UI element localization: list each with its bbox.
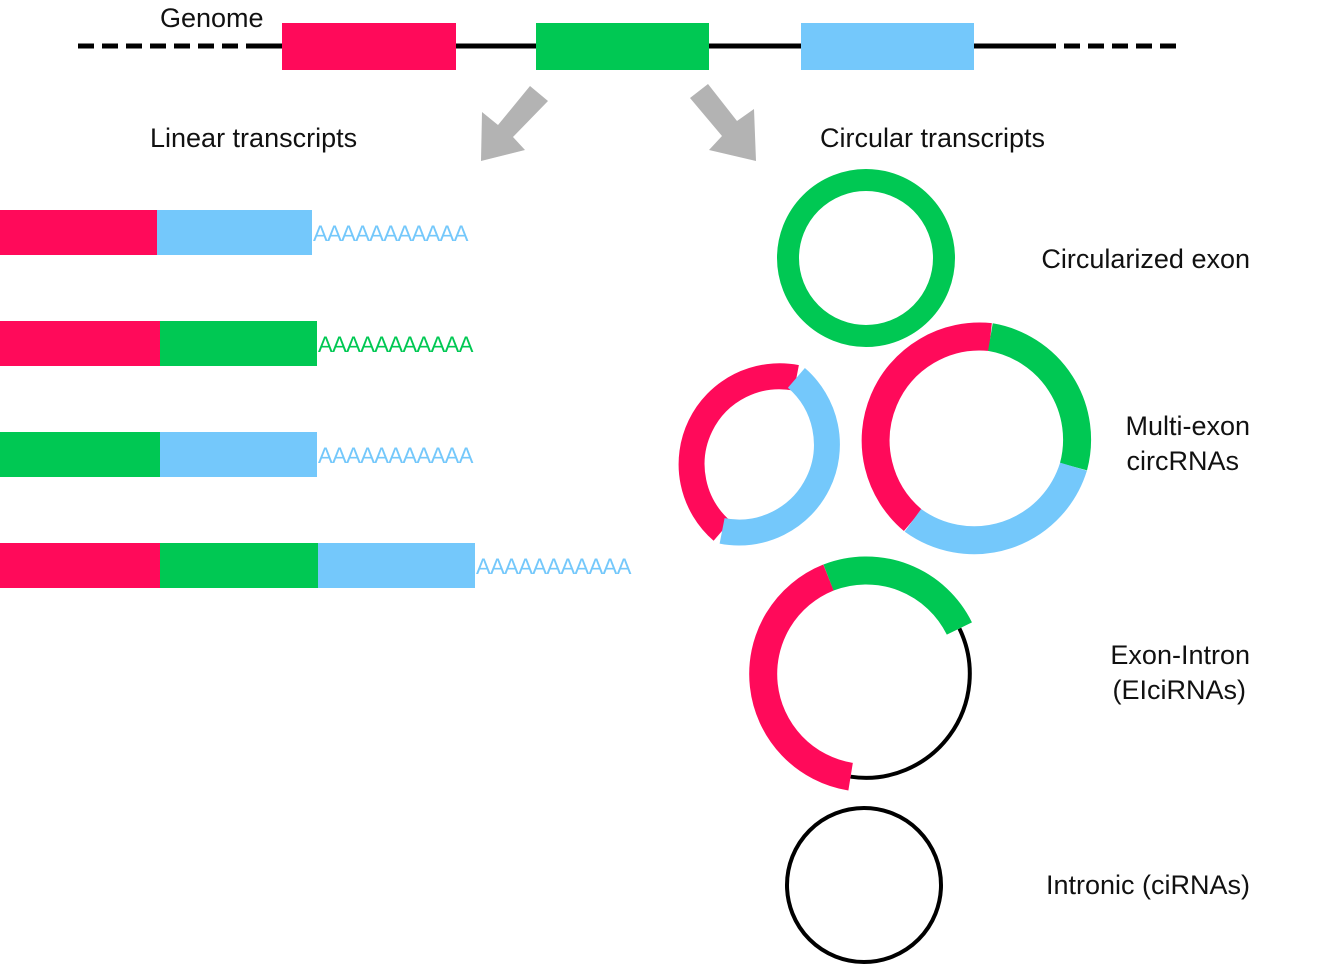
genome-exon-blue (801, 23, 974, 70)
linear-transcript: AAAAAAAAAAA (0, 321, 474, 366)
multi-exon-circrna-small (678, 363, 840, 546)
linear-3-exon-blue (160, 432, 317, 477)
multi-exon-circrna-large (861, 322, 1092, 555)
linear-3-exon-green (0, 432, 160, 477)
linear-2-exon-red (0, 321, 160, 366)
linear-4-polya-tail: AAAAAAAAAAA (476, 554, 632, 579)
label-multi-exon-line1: Multi-exon (1125, 411, 1250, 441)
circularized-exon-ring (777, 169, 955, 347)
circular-heading: Circular transcripts (820, 123, 1045, 153)
linear-1-exon-blue (157, 210, 312, 255)
arrow-to-linear-icon (481, 86, 548, 161)
exon-intron-green-arc (823, 556, 972, 636)
label-multi-exon-line2: circRNAs (1127, 446, 1240, 476)
multi-exon-large-red-arc (861, 322, 992, 532)
linear-3-polya-tail: AAAAAAAAAAA (318, 443, 474, 468)
linear-heading: Linear transcripts (150, 123, 357, 153)
linear-4-exon-blue (318, 543, 475, 588)
intronic-circrna-ring (785, 806, 943, 964)
exon-intron-red-arc (749, 564, 854, 791)
genome-track: Genome (78, 3, 1178, 70)
exon-intron-intron-arc (850, 627, 972, 780)
multi-exon-large-blue-arc (904, 462, 1087, 555)
genome-exon-red (282, 23, 456, 70)
exon-intron-circrna (749, 556, 972, 791)
genome-label: Genome (160, 3, 264, 33)
linear-1-exon-red (0, 210, 157, 255)
arrow-to-circular-icon (690, 84, 756, 161)
linear-transcript: AAAAAAAAAAA (0, 543, 632, 588)
linear-4-exon-green (160, 543, 318, 588)
label-circularized-exon: Circularized exon (1041, 244, 1250, 274)
linear-1-polya-tail: AAAAAAAAAAA (313, 221, 469, 246)
genome-exon-green (536, 23, 709, 70)
linear-4-exon-red (0, 543, 160, 588)
multi-exon-large-green-arc (987, 323, 1092, 471)
label-exon-intron-line1: Exon-Intron (1110, 640, 1250, 670)
linear-transcript: AAAAAAAAAAA (0, 210, 469, 255)
multi-exon-small-red-arc (678, 363, 799, 541)
multi-exon-small-blue-arc (719, 368, 840, 546)
label-exon-intron-line2: (EIciRNAs) (1113, 675, 1247, 705)
linear-2-exon-green (160, 321, 317, 366)
linear-transcript: AAAAAAAAAAA (0, 432, 474, 477)
linear-2-polya-tail: AAAAAAAAAAA (318, 332, 474, 357)
label-intronic: Intronic (ciRNAs) (1046, 870, 1250, 900)
